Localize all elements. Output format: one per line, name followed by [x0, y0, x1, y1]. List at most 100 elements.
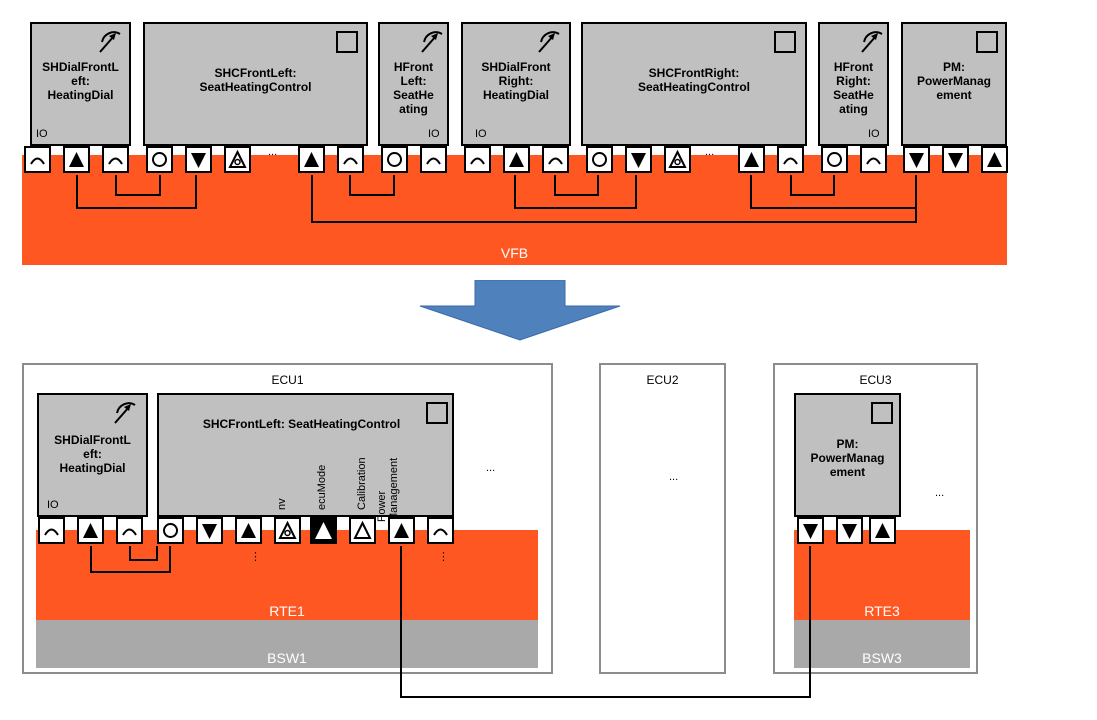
shc-front-right-name: SHCFrontRight: SeatHeatingControl: [637, 66, 750, 94]
ecu3-pm-name: PM: PowerManag ement: [810, 437, 885, 479]
nv-port-icon: [274, 517, 301, 544]
component-icon: [336, 31, 358, 53]
hfront-right-component: HFront Right: SeatHe ating IO: [818, 22, 889, 146]
receiver-port-icon: [942, 146, 969, 173]
ecu3-title: ECU3: [859, 373, 892, 387]
receiver-port-icon: [196, 517, 223, 544]
rte1-label: RTE1: [269, 603, 305, 619]
io-label: IO: [868, 128, 880, 140]
connector-dial-right-to-shc-right: [514, 175, 637, 209]
nv-port-icon: [224, 146, 251, 173]
ellipsis: ...: [268, 146, 278, 158]
nv-port-icon: [664, 146, 691, 173]
client-port-icon: [337, 146, 364, 173]
ecu2-title: ECU2: [646, 373, 679, 387]
server-port-icon: [586, 146, 613, 173]
connector-ecu1-loop: [129, 546, 158, 561]
connector-shc-right-to-pm: [750, 175, 916, 209]
ecu1-shdial-name: SHDialFrontL eft: HeatingDial: [54, 433, 131, 475]
component-icon: [774, 31, 796, 53]
client-port-icon: [116, 517, 143, 544]
client-port-icon: [464, 146, 491, 173]
ecu1-shc-component: SHCFrontLeft: SeatHeatingControl: [157, 393, 454, 517]
dial-icon: [421, 31, 443, 53]
client-port-icon: [420, 146, 447, 173]
sender-port-icon: [503, 146, 530, 173]
shdial-front-left-component: SHDialFrontL eft: HeatingDial IO: [30, 22, 131, 146]
ellipsis: ...: [486, 462, 496, 474]
client-port-icon: [542, 146, 569, 173]
bsw3-label: BSW3: [862, 650, 902, 666]
sender-port-icon: [235, 517, 262, 544]
connector-shc-left-to-hfront-left: [115, 175, 161, 196]
ecu1-shdial-component: SHDialFrontL eft: HeatingDial IO: [37, 393, 148, 517]
bsw3-band: [794, 620, 970, 668]
ellipsis: ...: [935, 487, 945, 499]
receiver-port-icon: [903, 146, 930, 173]
connector-shc-left-to-pm: [311, 175, 917, 223]
dial-icon: [538, 31, 560, 53]
component-icon: [426, 402, 448, 424]
rte3-band: [794, 530, 970, 620]
connector-hfront-right-loop: [790, 175, 835, 196]
connector-hfront-left-loop: [349, 175, 395, 196]
io-label: IO: [475, 128, 487, 140]
component-icon: [871, 402, 893, 424]
shdial-front-right-name: SHDialFront Right: HeatingDial: [481, 60, 551, 102]
ecu2-box: ECU2 ...: [599, 363, 726, 674]
shc-front-right-component: SHCFrontRight: SeatHeatingControl: [581, 22, 807, 146]
ellipsis: ...: [669, 471, 679, 483]
sender-port-icon: [869, 517, 896, 544]
sender-port-icon: [738, 146, 765, 173]
sender-port-icon: [298, 146, 325, 173]
shc-front-left-component: SHCFrontLeft: SeatHeatingControl: [143, 22, 368, 146]
server-port-icon: [146, 146, 173, 173]
hfront-left-component: HFront Left: SeatHe ating IO: [378, 22, 449, 146]
bsw1-label: BSW1: [267, 650, 307, 666]
receiver-port-icon: [836, 517, 863, 544]
shc-front-left-name: SHCFrontLeft: SeatHeatingControl: [199, 66, 312, 94]
sender-port-icon: [388, 517, 415, 544]
client-port-icon: [860, 146, 887, 173]
client-port-icon: [427, 517, 454, 544]
connector-shc-right-loop: [554, 175, 599, 196]
sender-port-icon: [63, 146, 90, 173]
io-label: IO: [47, 499, 59, 511]
dial-icon: [114, 402, 136, 424]
io-label: IO: [36, 128, 48, 140]
hfront-right-name: HFront Right: SeatHe ating: [833, 60, 874, 116]
dial-icon: [99, 31, 121, 53]
server-port-icon: [157, 517, 184, 544]
rte1-band: [36, 530, 538, 620]
shdial-front-right-component: SHDialFront Right: HeatingDial IO: [461, 22, 571, 146]
server-port-icon: [821, 146, 848, 173]
io-label: IO: [428, 128, 440, 140]
vertical-ellipsis: ⋮: [438, 551, 449, 563]
client-port-icon: [38, 517, 65, 544]
receiver-port-icon: [797, 517, 824, 544]
rte3-label: RTE3: [864, 603, 900, 619]
receiver-port-icon: [185, 146, 212, 173]
ecu3-pm-component: PM: PowerManag ement: [794, 393, 901, 517]
mode-port-icon: [310, 517, 337, 544]
receiver-port-icon: [625, 146, 652, 173]
shdial-front-left-name: SHDialFrontL eft: HeatingDial: [42, 60, 119, 102]
bsw1-band: [36, 620, 538, 668]
pm-name: PM: PowerManag ement: [916, 60, 991, 102]
calibration-port-icon: [349, 517, 376, 544]
vfb-band: [22, 155, 1007, 265]
dial-icon: [861, 31, 883, 53]
pm-component: PM: PowerManag ement: [901, 22, 1007, 146]
component-icon: [976, 31, 998, 53]
hfront-left-name: HFront Left: SeatHe ating: [393, 60, 434, 116]
sender-port-icon: [77, 517, 104, 544]
vertical-ellipsis: ⋮: [250, 551, 261, 563]
client-port-icon: [24, 146, 51, 173]
down-arrow-icon: [419, 280, 621, 341]
connector-dial-left-to-shc-left: [76, 175, 197, 209]
server-port-icon: [381, 146, 408, 173]
ellipsis: ...: [705, 146, 715, 158]
client-port-icon: [777, 146, 804, 173]
